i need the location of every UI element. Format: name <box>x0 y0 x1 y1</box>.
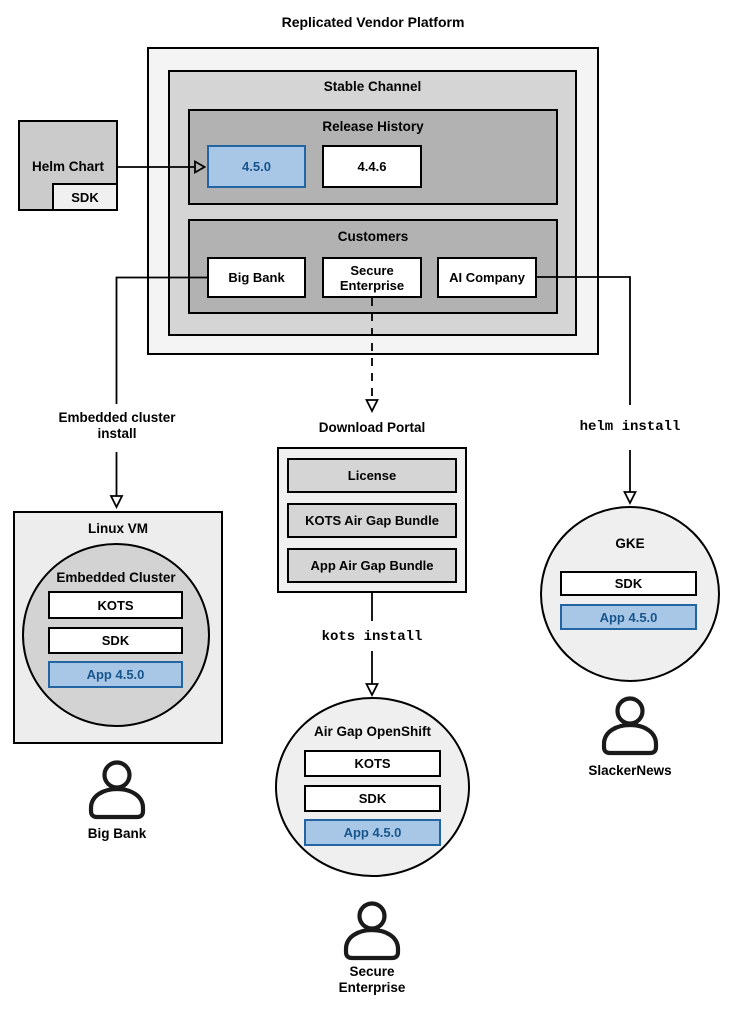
big-bank-user-icon <box>88 760 146 820</box>
download-portal-label: Download Portal <box>318 420 426 435</box>
gke-label: GKE <box>615 536 645 551</box>
kots-airgap-bundle-node: KOTS Air Gap Bundle <box>287 503 457 538</box>
customer-secure-enterprise-node: Secure Enterprise <box>322 257 422 298</box>
middle-app-node: App 4.5.0 <box>304 819 441 846</box>
release-450-node: 4.5.0 <box>207 145 306 188</box>
helm-install-command: helm install <box>579 419 681 435</box>
app-airgap-bundle-node: App Air Gap Bundle <box>287 548 457 583</box>
secure-enterprise-user-icon <box>343 901 401 961</box>
airgap-openshift-label: Air Gap OpenShift <box>313 724 431 739</box>
big-bank-arrowhead-icon <box>109 495 124 510</box>
embedded-cluster-label: Embedded Cluster <box>56 570 176 585</box>
kots-install-command: kots install <box>321 629 423 645</box>
linux-vm-label: Linux VM <box>88 521 148 536</box>
middle-kots-node: KOTS <box>304 750 441 777</box>
big-bank-user-label: Big Bank <box>87 826 147 841</box>
left-sdk-node: SDK <box>48 627 183 654</box>
customers-label: Customers <box>337 229 409 244</box>
openshift-arrowhead-icon <box>365 683 379 698</box>
download-portal-arrowhead-icon <box>365 399 379 414</box>
left-app-node: App 4.5.0 <box>48 661 183 688</box>
license-node: License <box>287 458 457 493</box>
embedded-cluster-install-label: Embedded cluster install <box>58 410 176 441</box>
diagram-title: Replicated Vendor Platform <box>281 14 465 30</box>
right-sdk-node: SDK <box>560 571 697 596</box>
stable-channel-label: Stable Channel <box>323 79 422 94</box>
secure-enterprise-user-label: Secure Enterprise <box>338 964 406 995</box>
slackernews-user-icon <box>601 696 659 756</box>
middle-sdk-node: SDK <box>304 785 441 812</box>
right-app-node: App 4.5.0 <box>560 604 697 630</box>
release-446-node: 4.4.6 <box>322 145 422 188</box>
release-history-label: Release History <box>322 119 424 134</box>
customer-big-bank-node: Big Bank <box>207 257 306 298</box>
customer-ai-company-node: AI Company <box>437 257 537 298</box>
helm-chart-label: Helm Chart <box>31 159 104 174</box>
gke-arrowhead-icon <box>623 491 637 506</box>
helm-chart-sdk-node: SDK <box>52 183 118 211</box>
left-kots-node: KOTS <box>48 591 183 619</box>
slackernews-user-label: SlackerNews <box>588 763 672 778</box>
